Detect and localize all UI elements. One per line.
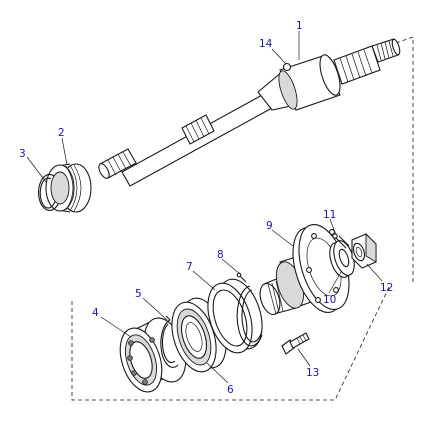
oil-seal (171, 297, 227, 373)
leader-lines (26, 31, 383, 384)
callout-10: 10 (323, 294, 336, 306)
circlip-8 (236, 272, 263, 347)
callout-8: 8 (217, 249, 224, 261)
circlip-5 (160, 315, 179, 368)
callout-1: 1 (296, 20, 303, 32)
callout-2: 2 (58, 127, 65, 139)
ball (282, 62, 292, 72)
bolt (281, 332, 310, 355)
callout-6: 6 (227, 384, 234, 396)
callout-12: 12 (380, 282, 393, 294)
oil-seal-collar (45, 163, 92, 213)
callout-5: 5 (135, 288, 142, 300)
castellated-nut (351, 232, 377, 269)
callout-14: 14 (259, 38, 273, 50)
drive-flange (259, 224, 350, 316)
callout-7: 7 (186, 261, 193, 273)
callout-labels: 1 2 3 4 5 6 7 8 9 10 11 12 13 14 (19, 20, 393, 396)
callout-4: 4 (92, 307, 99, 319)
callout-9: 9 (266, 220, 273, 232)
callout-11: 11 (323, 209, 336, 221)
callout-13: 13 (306, 367, 319, 379)
circlip-3 (38, 173, 59, 211)
callout-3: 3 (19, 148, 26, 160)
drive-shaft (98, 38, 401, 187)
